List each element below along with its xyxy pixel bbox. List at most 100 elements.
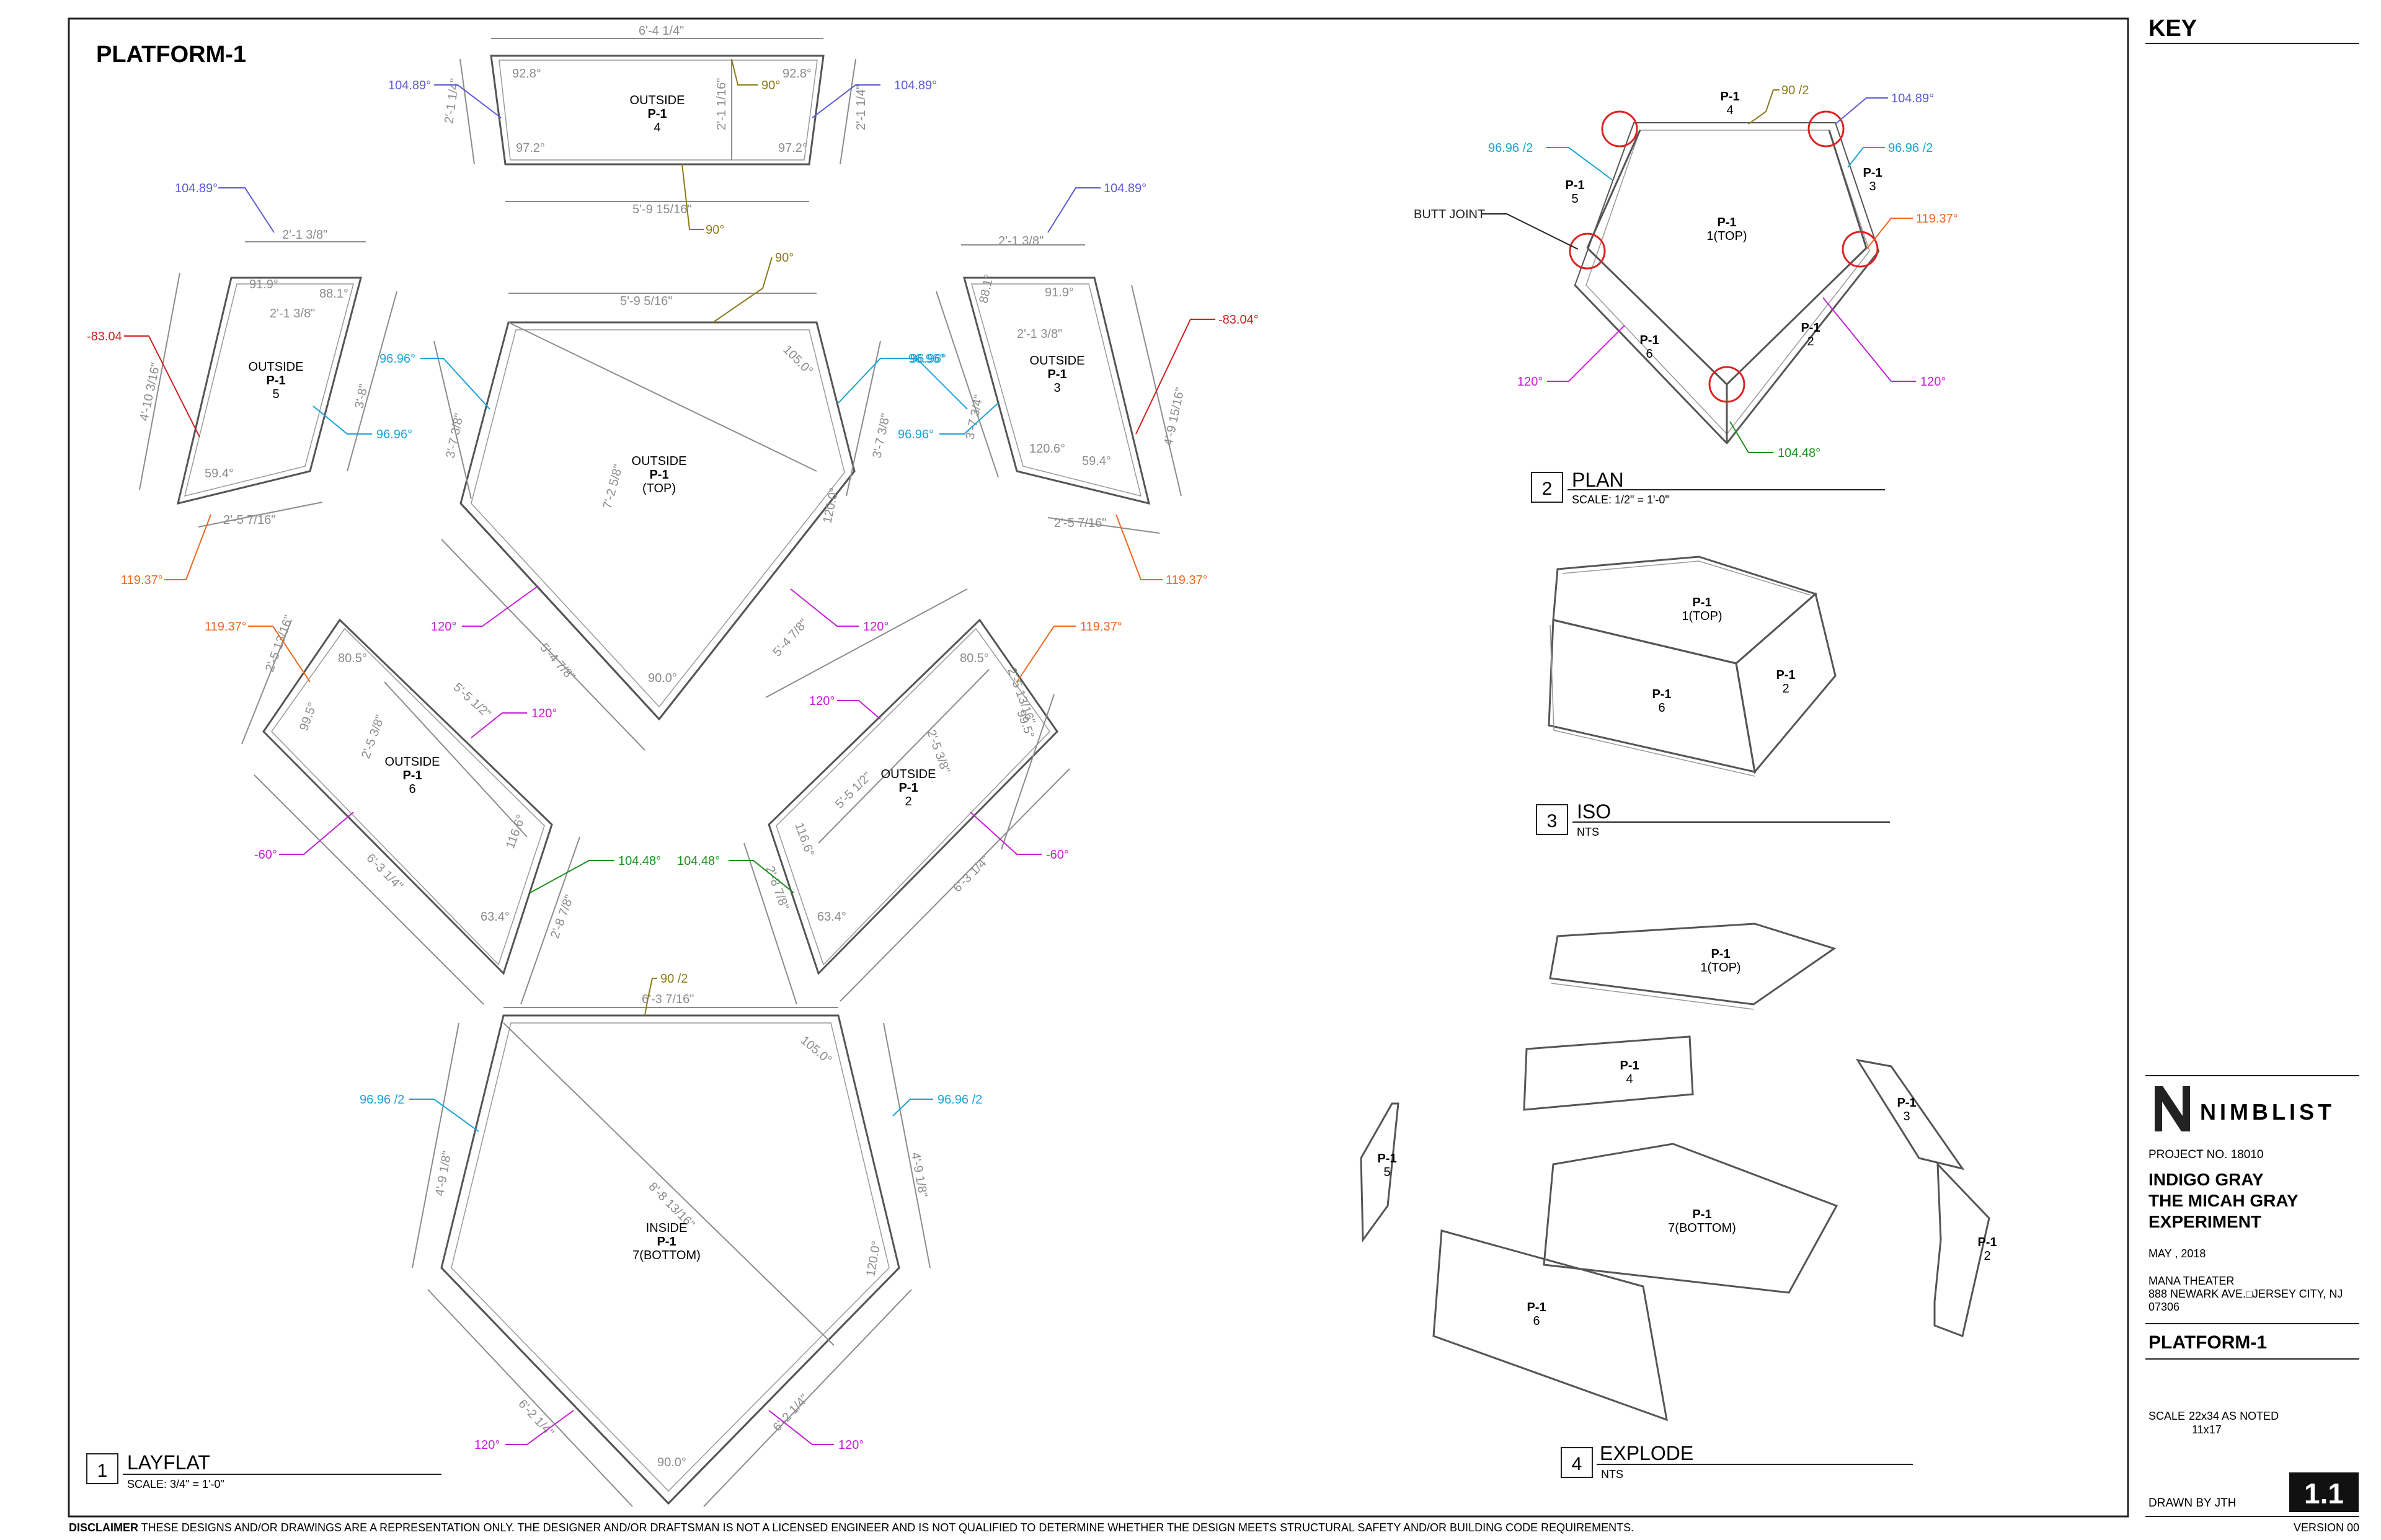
view-scale: SCALE: 1/2" = 1'-0"	[1572, 493, 1669, 506]
angle-callout: 104.89°	[894, 79, 937, 92]
dim-text: 6'-3 1/4"	[363, 851, 405, 893]
angle-callout: 96.96 /2	[938, 1093, 982, 1107]
explode-label: P-1	[1692, 1208, 1711, 1221]
dim-text: 2'-1 3/8"	[1017, 327, 1062, 341]
disclaimer-text: THESE DESIGNS AND/OR DRAWINGS ARE A REPR…	[138, 1521, 1634, 1534]
dim-text: 92.8°	[783, 67, 812, 81]
view-scale: NTS	[1601, 1468, 1623, 1480]
dim-text: 6'-4 1/4"	[639, 24, 684, 38]
dim-text: 88.1°	[319, 287, 348, 301]
dim-text: 97.2°	[778, 141, 807, 155]
view-number: 4	[1572, 1454, 1582, 1474]
dim-text: 91.9°	[1045, 286, 1074, 299]
sheet-title: PLATFORM-1	[96, 42, 246, 68]
dim-text: 116.6°	[792, 821, 817, 859]
plan-callout: 90 /2	[1781, 84, 1809, 97]
iso-label: P-1	[1776, 668, 1795, 682]
dim-text: 2'-5 7/16"	[1054, 516, 1106, 530]
panel-label: (TOP)	[642, 482, 676, 495]
dim-text: 3'-7 3/8"	[870, 412, 893, 459]
nimblist-logo: NIMBLIST	[2155, 1086, 2335, 1131]
panel-label: INSIDE	[646, 1221, 688, 1235]
drawing-border	[68, 17, 2129, 1518]
plan-callout: BUTT JOINT	[1414, 208, 1485, 221]
panel-p2	[768, 618, 1058, 975]
panel-label: 2	[905, 795, 911, 808]
view-title: PLAN	[1572, 469, 1624, 491]
angle-callout: 90°	[775, 251, 794, 265]
angle-callout: 104.48°	[677, 854, 720, 868]
plan-callout: 96.96 /2	[1888, 141, 1933, 155]
plan-callout: 104.89°	[1891, 92, 1934, 105]
plan-callouts: 90 /2 104.89° 96.96 /2 96.96 /2 BUTT JOI…	[1414, 84, 1958, 460]
explode-label: 2	[1984, 1249, 1990, 1263]
explode-label: P-1	[1897, 1096, 1916, 1110]
dim-text: 7'-2 5/8"	[601, 463, 626, 510]
dim-text: 5'-9 5/16"	[620, 294, 672, 308]
dim-text: 6'-3 1/4"	[951, 853, 992, 895]
dim-text: 2'-5 3/8"	[359, 713, 388, 760]
dim-text: 2'-1 1/4"	[854, 85, 868, 130]
plan-view	[1569, 110, 1880, 445]
angle-callout: 96.96°	[908, 352, 944, 366]
key-title: KEY	[2148, 15, 2197, 42]
layflat-view	[176, 55, 1151, 1505]
dim-text: 90.0°	[648, 671, 677, 685]
dim-text: 80.5°	[960, 652, 989, 665]
plan-label: 3	[1869, 180, 1876, 193]
plan-label: P-1	[1801, 321, 1820, 335]
angle-callout: 119.37°	[205, 620, 247, 634]
explode-labels: P-1 1(TOP) P-1 4 P-1 3 P-1 5 P-1 7(BOTTO…	[1377, 947, 1997, 1328]
plan-label: P-1	[1639, 334, 1659, 347]
address: 888 NEWARK AVE.□JERSEY CITY, NJ	[2148, 1288, 2343, 1300]
panel-label: OUTSIDE	[630, 94, 685, 107]
iso-label: P-1	[1692, 596, 1711, 609]
view-title: ISO	[1577, 800, 1611, 823]
disclaimer-label: DISCLAIMER	[69, 1521, 138, 1534]
plan-label: 1(TOP)	[1706, 229, 1747, 243]
dim-text: 105.0°	[798, 1033, 835, 1067]
project-title-line: THE MICAH GRAY	[2148, 1191, 2299, 1210]
explode-label: P-1	[1377, 1152, 1396, 1166]
angle-callout: 119.37°	[121, 573, 163, 587]
dim-text: 5'-5 1/2"	[451, 680, 494, 720]
view-title: LAYFLAT	[127, 1451, 210, 1474]
angle-callout: 96.96°	[910, 352, 946, 366]
plan-callout: 96.96 /2	[1488, 141, 1533, 155]
dim-text: 2'-1 3/8"	[998, 234, 1044, 248]
panel-label: 6	[409, 782, 415, 796]
logo-text: NIMBLIST	[2200, 1099, 2335, 1125]
disclaimer: DISCLAIMER THESE DESIGNS AND/OR DRAWINGS…	[69, 1521, 1634, 1534]
plan-label: P-1	[1863, 166, 1882, 180]
angle-callout: 119.37°	[1166, 573, 1208, 587]
panel-label: OUTSIDE	[385, 755, 440, 769]
dim-text: 5'-4 7/8"	[537, 641, 577, 684]
panel-label: P-1	[898, 781, 918, 795]
angle-callout: -83.04°	[1218, 313, 1259, 327]
panel-label: P-1	[1047, 368, 1066, 381]
plan-label: P-1	[1565, 179, 1584, 192]
scale-label: SCALE	[2148, 1410, 2185, 1422]
dim-text: 99.5°	[297, 701, 320, 733]
view-number: 1	[97, 1461, 108, 1481]
panel-label: P-1	[657, 1235, 676, 1249]
iso-view	[1548, 555, 1837, 777]
version: VERSION 00	[2294, 1521, 2359, 1534]
explode-label: 6	[1533, 1314, 1540, 1328]
dim-text: 97.2°	[516, 141, 545, 155]
panel-p6	[262, 618, 553, 975]
dim-text: 120.0°	[864, 1240, 884, 1278]
panel-label: 5	[272, 387, 279, 401]
panel-labels: OUTSIDE P-1 4 OUTSIDE P-1 5 OUTSIDE P-1 …	[249, 94, 1085, 1262]
title-block: KEY NIMBLIST PROJECT NO. 18010 INDIGO GR…	[2145, 15, 2359, 1534]
dim-text: 80.5°	[338, 652, 367, 665]
plan-labels: P-1 4 P-1 5 P-1 3 P-1 1(TOP) P-1 6 P-1 2	[1565, 90, 1882, 361]
dim-text: 120.6°	[1029, 442, 1065, 456]
panel-p3	[963, 277, 1151, 505]
dim-text: 90.0°	[657, 1456, 686, 1469]
dim-text: 59.4°	[205, 467, 234, 480]
panel-label: P-1	[266, 374, 285, 387]
explode-view	[1360, 923, 1990, 1422]
angle-callout: -83.04	[87, 330, 122, 343]
